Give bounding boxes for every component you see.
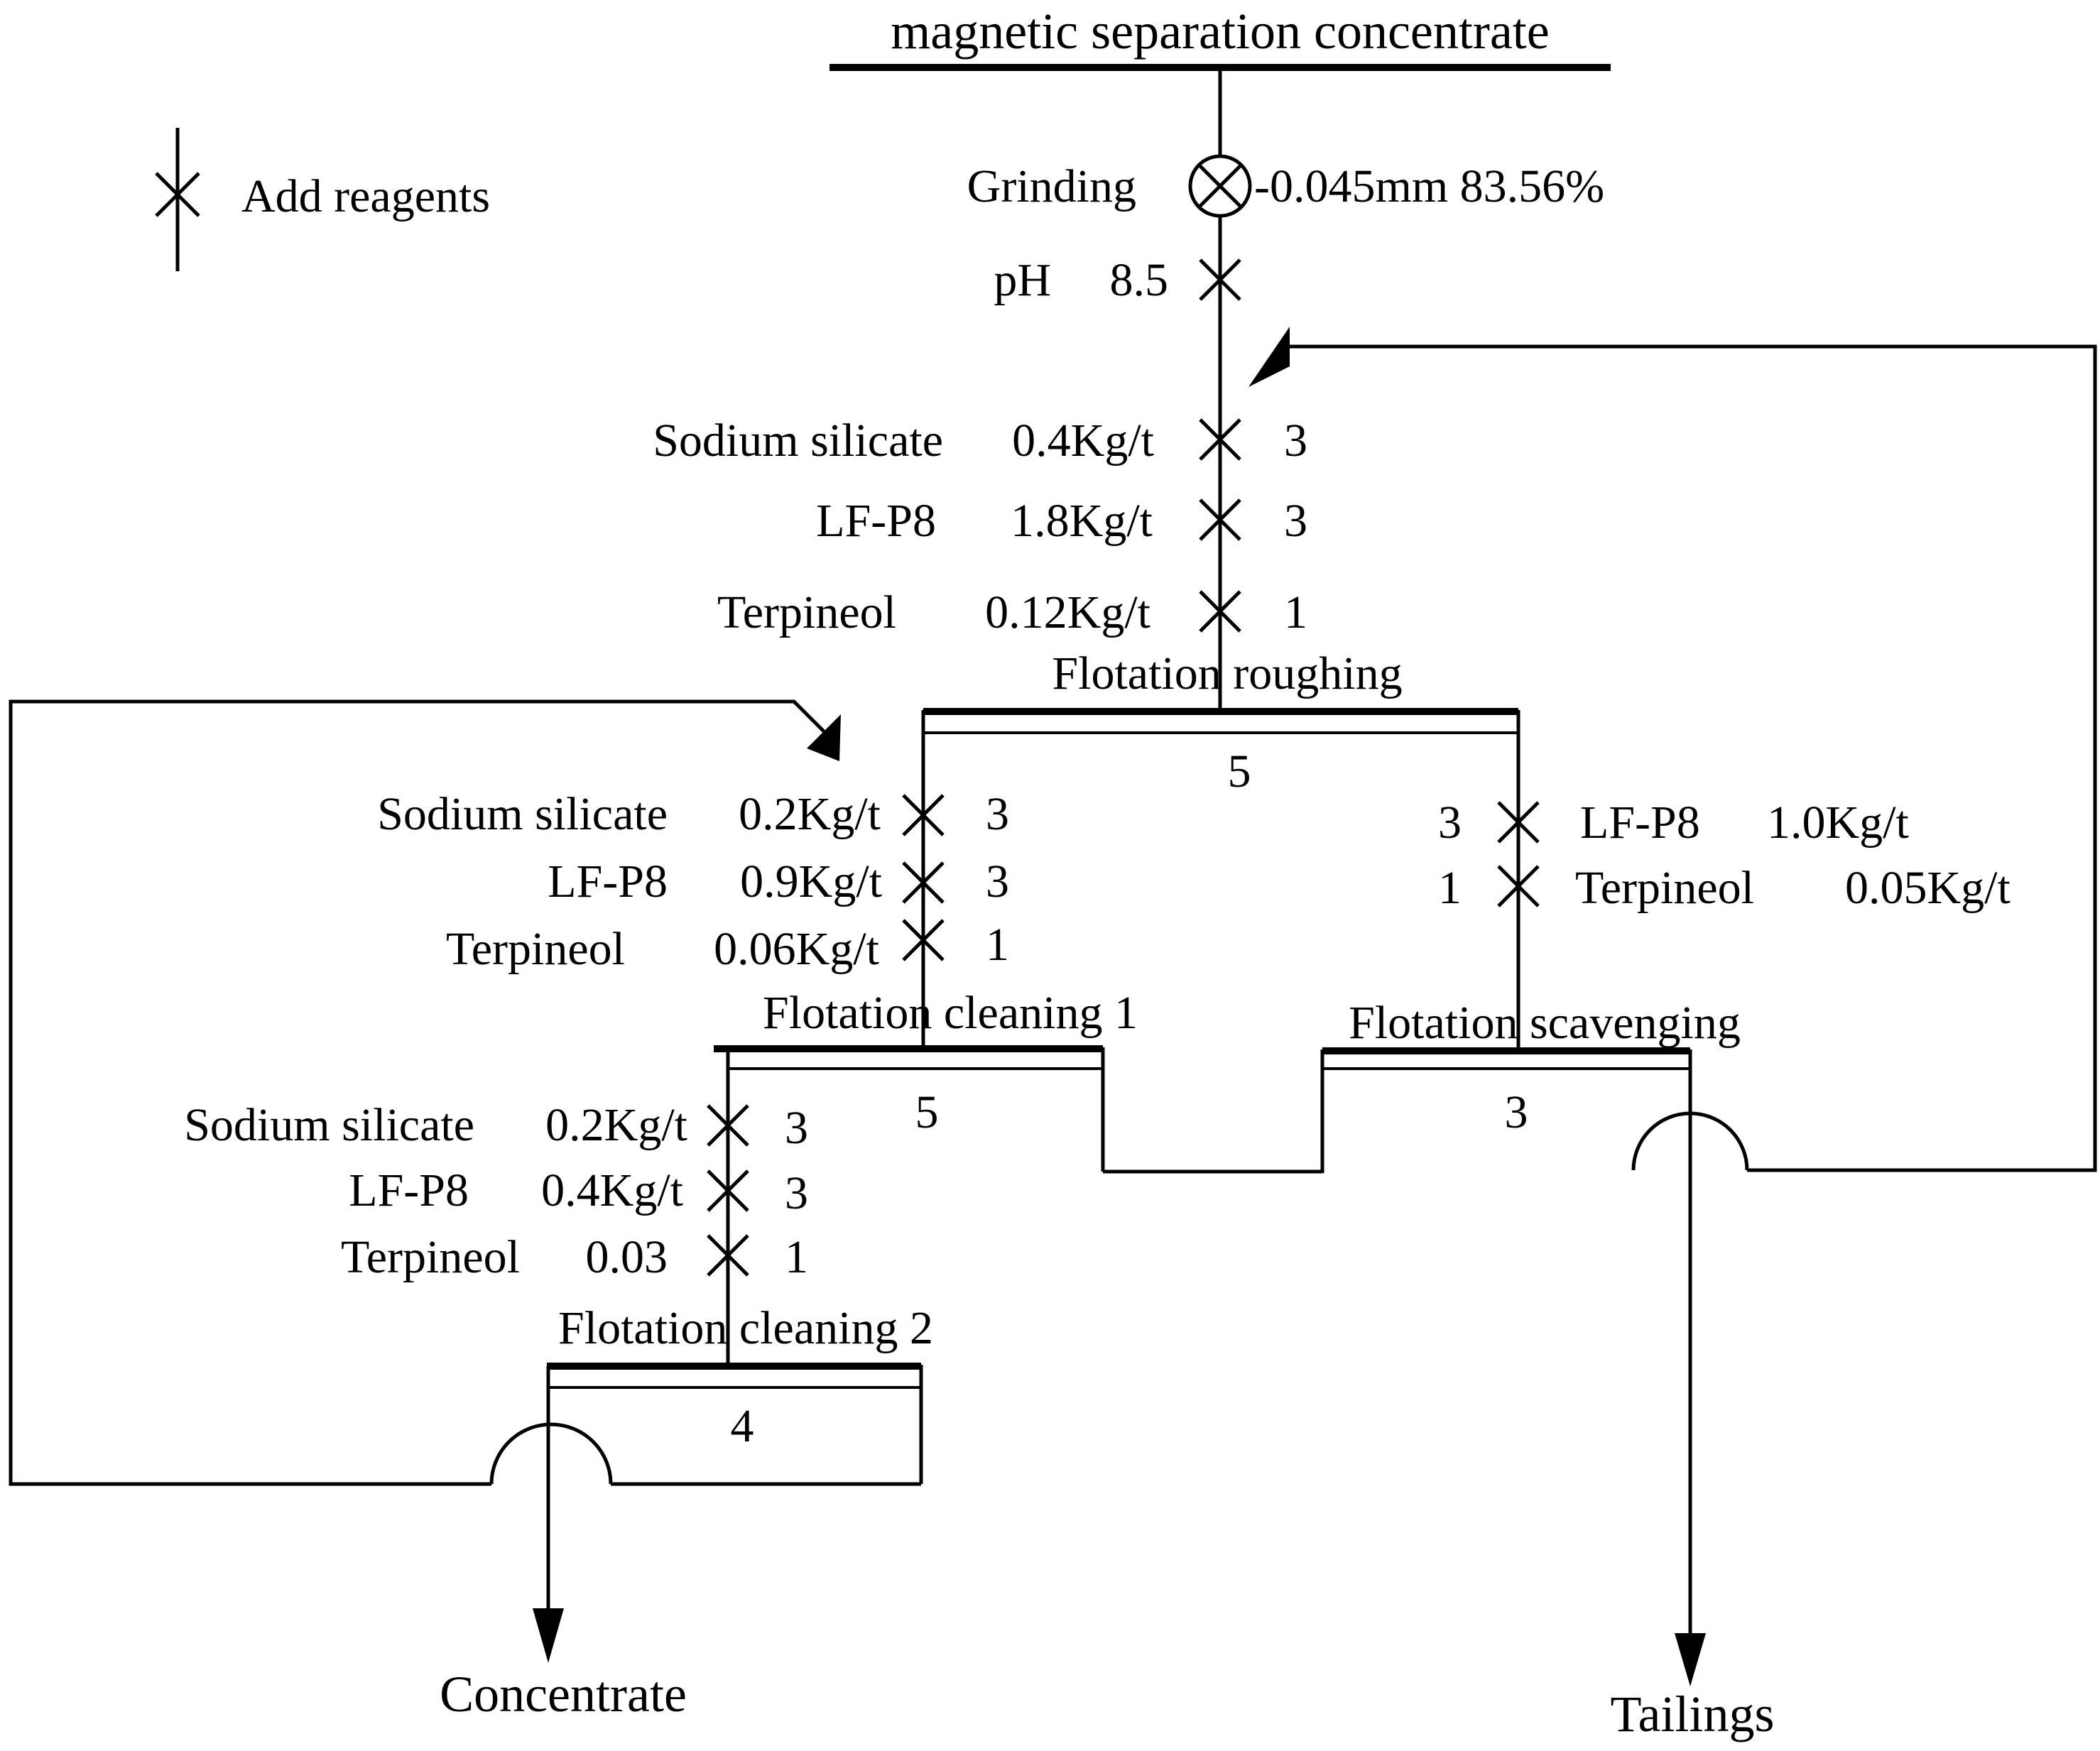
cleaning1-time: 5 bbox=[915, 1086, 939, 1138]
cleaning1-cell bbox=[714, 1045, 1105, 1172]
cleaning1-reagent-2-dose: 0.9Kg/t bbox=[740, 856, 882, 907]
cleaning1-reagent-1-dose: 0.2Kg/t bbox=[739, 788, 881, 840]
cleaning1-reagent-3-time: 1 bbox=[986, 919, 1009, 971]
roughing-reagent-3-name: Terpineol bbox=[717, 587, 896, 638]
roughing-reagent-3-time: 1 bbox=[1284, 587, 1307, 638]
cleaning1-reagent-1-name: Sodium silicate bbox=[377, 788, 668, 840]
cleaning1-reagent-2-time: 3 bbox=[986, 856, 1009, 907]
roughing-reagent-marks bbox=[1199, 418, 1241, 633]
roughing-reagent-1-name: Sodium silicate bbox=[653, 415, 943, 467]
cleaning2-reagent-2-dose: 0.4Kg/t bbox=[541, 1164, 683, 1216]
cleaning2-reagent-1-dose: 0.2Kg/t bbox=[545, 1099, 687, 1151]
scavenging-reagent-1-time: 3 bbox=[1438, 797, 1462, 849]
recycle-to-cleaning1-arrow-icon bbox=[807, 714, 841, 761]
cleaning2-title: Flotation cleaning 2 bbox=[558, 1302, 933, 1354]
roughing-reagent-1-time: 3 bbox=[1284, 415, 1307, 467]
grinding-spec: -0.045mm 83.56% bbox=[1254, 160, 1604, 212]
grinding-label: Grinding bbox=[967, 160, 1136, 212]
roughing-time: 5 bbox=[1228, 746, 1251, 797]
cleaning2-reagent-marks bbox=[707, 1104, 749, 1277]
concentrate-label: Concentrate bbox=[440, 1666, 687, 1723]
cleaning2-reagent-1-time: 3 bbox=[785, 1102, 808, 1154]
scavenging-recycle-return bbox=[1284, 344, 2097, 1172]
scavenging-reagent-marks bbox=[1497, 801, 1540, 907]
recycle-to-roughing-arrow-icon bbox=[1248, 327, 1290, 387]
roughing-reagent-2-dose: 1.8Kg/t bbox=[1011, 495, 1153, 547]
roughing-title: Flotation roughing bbox=[1052, 648, 1402, 699]
cleaning2-reagent-3-time: 1 bbox=[785, 1231, 808, 1283]
cleaning1-reagent-2-name: LF-P8 bbox=[548, 856, 668, 907]
cleaning2-recycle-hop bbox=[489, 1422, 613, 1485]
scavenging-reagent-1-name: LF-P8 bbox=[1580, 797, 1700, 849]
scavenging-reagent-1-dose: 1.0Kg/t bbox=[1767, 797, 1909, 849]
scavenging-reagent-2-time: 1 bbox=[1438, 862, 1462, 914]
legend-reagent-symbol bbox=[155, 128, 200, 271]
cleaning2-reagent-1-name: Sodium silicate bbox=[184, 1099, 474, 1151]
ph-value: 8.5 bbox=[1110, 254, 1169, 306]
roughing-reagent-1-dose: 0.4Kg/t bbox=[1012, 415, 1154, 467]
scavenging-reagent-2-name: Terpineol bbox=[1575, 862, 1754, 914]
roughing-cell bbox=[921, 708, 1520, 736]
grinding-mill-icon bbox=[1188, 154, 1252, 218]
cleaning2-time: 4 bbox=[731, 1400, 754, 1452]
scavenging-time: 3 bbox=[1505, 1086, 1528, 1138]
scavenging-title: Flotation scavenging bbox=[1349, 997, 1741, 1049]
ph-reagent-mark bbox=[1199, 258, 1241, 301]
cleaning2-reagent-3-dose: 0.03 bbox=[586, 1231, 668, 1283]
tailings-label: Tailings bbox=[1611, 1686, 1775, 1742]
cleaning1-reagent-3-dose: 0.06Kg/t bbox=[714, 923, 879, 975]
legend-label: Add reagents bbox=[241, 170, 490, 222]
scavenging-recycle-hop bbox=[1631, 1111, 1749, 1171]
cleaning1-reagent-marks bbox=[902, 794, 945, 961]
cleaning1-reagent-3-name: Terpineol bbox=[446, 923, 625, 975]
feed-title: magnetic separation concentrate bbox=[891, 3, 1550, 60]
roughing-reagent-3-dose: 0.12Kg/t bbox=[985, 587, 1150, 638]
cleaning1-reagent-1-time: 3 bbox=[986, 788, 1009, 840]
ph-label: pH bbox=[994, 254, 1051, 306]
cleaning1-title: Flotation cleaning 1 bbox=[763, 987, 1138, 1039]
concentrate-arrow-icon bbox=[533, 1608, 564, 1663]
tailings-arrow-icon bbox=[1675, 1633, 1706, 1686]
cleaning2-reagent-3-name: Terpineol bbox=[341, 1231, 520, 1283]
cleaning2-reagent-2-name: LF-P8 bbox=[349, 1164, 469, 1216]
cleaning2-reagent-2-time: 3 bbox=[785, 1167, 808, 1219]
scavenging-reagent-2-dose: 0.05Kg/t bbox=[1845, 862, 2011, 914]
roughing-reagent-2-time: 3 bbox=[1284, 495, 1307, 547]
cleaning2-recycle-return bbox=[9, 699, 825, 1486]
cleaning2-cell bbox=[547, 1363, 923, 1486]
roughing-reagent-2-name: LF-P8 bbox=[816, 495, 936, 547]
